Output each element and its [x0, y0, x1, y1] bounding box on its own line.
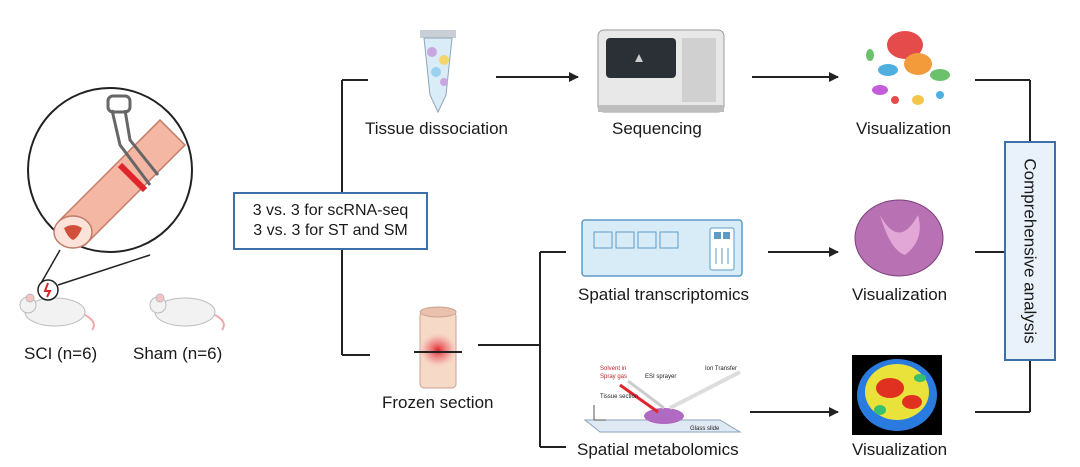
mouse-icon — [19, 279, 95, 331]
visualization-label-3: Visualization — [852, 440, 948, 459]
frozen-branch-bracket — [478, 251, 566, 448]
tube-icon — [420, 30, 456, 114]
maldi-label-solvent: Solvent in — [600, 366, 626, 372]
frozen-section-icon — [414, 306, 462, 389]
group-box: 3 vs. 3 for scRNA-seq 3 vs. 3 for ST and… — [233, 192, 428, 250]
step-spatial-transcriptomics: Spatial transcriptomics — [578, 285, 750, 304]
group-line-1: 3 vs. 3 for scRNA-seq — [252, 202, 409, 219]
heatmap-tissue-icon — [852, 355, 942, 435]
spinal-cord-icon — [53, 118, 187, 249]
maldi-label-spray-gas: Spray gas — [600, 374, 627, 380]
group-line-2: 3 vs. 3 for ST and SM — [253, 222, 408, 239]
umap-plot-icon — [866, 31, 950, 105]
visualization-label-2: Visualization — [852, 285, 948, 304]
maldi-label-ion-transfer: Ion Transfer — [705, 366, 737, 372]
comprehensive-analysis-label: Comprehensive analysis — [1021, 158, 1041, 344]
sham-label: Sham (n=6) — [133, 344, 223, 363]
comprehensive-analysis-box: Comprehensive analysis — [1004, 141, 1056, 361]
step-tissue-dissociation: Tissue dissociation — [365, 119, 508, 138]
desi-setup-icon — [583, 370, 742, 433]
step-spatial-metabolomics: Spatial metabolomics — [577, 440, 739, 459]
step-sequencing: Sequencing — [612, 119, 702, 138]
maldi-label-esi-sprayer: ESI sprayer — [645, 374, 676, 380]
analysis-connectors — [975, 79, 1031, 413]
maldi-label-glass-slide: Glass slide — [690, 426, 720, 432]
sci-label: SCI (n=6) — [24, 344, 98, 363]
mouse-icon — [149, 293, 225, 331]
st-slide-icon — [581, 219, 743, 277]
sequencer-icon — [597, 29, 725, 113]
injury-model-illustration — [19, 87, 225, 331]
step-frozen-section: Frozen section — [382, 393, 494, 412]
clamp-icon — [106, 94, 160, 186]
maldi-label-tissue-section: Tissue section — [600, 394, 638, 400]
visualization-label-1: Visualization — [856, 119, 952, 138]
he-tissue-icon — [854, 199, 944, 277]
